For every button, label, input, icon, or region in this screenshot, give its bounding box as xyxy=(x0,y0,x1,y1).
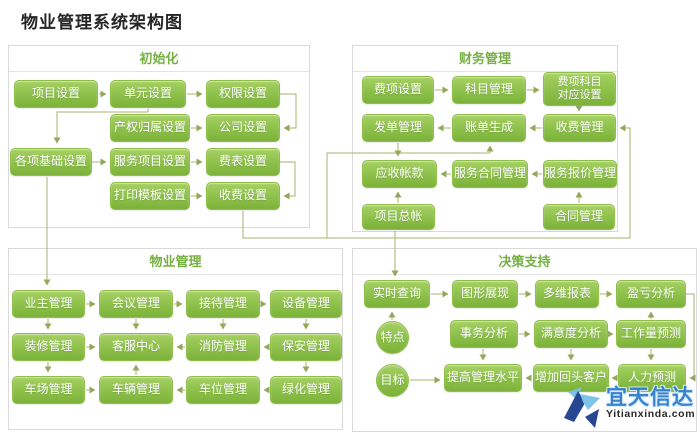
node-profit-loss-analysis: 盈亏分析 xyxy=(616,280,686,308)
node-vehicle-management: 车辆管理 xyxy=(99,376,173,404)
node-fee-subject-mapping: 费项科目 对应设置 xyxy=(543,72,616,106)
node-security-management: 保安管理 xyxy=(270,333,342,361)
section-initialization-title: 初始化 xyxy=(9,46,309,72)
node-improve-management: 提高管理水平 xyxy=(444,364,522,392)
node-fee-table-settings: 费表设置 xyxy=(206,148,280,176)
node-fee-item-settings: 费项设置 xyxy=(362,76,434,104)
watermark-logo xyxy=(564,387,600,428)
node-print-template-settings: 打印模板设置 xyxy=(110,182,190,210)
node-service-contract-management: 服务合同管理 xyxy=(452,160,528,188)
node-transaction-analysis: 事务分析 xyxy=(450,320,518,348)
node-contract-management: 合同管理 xyxy=(543,204,615,230)
node-parking-space-management: 车位管理 xyxy=(186,376,260,404)
node-reception-management: 接待管理 xyxy=(186,290,260,318)
node-decoration-management: 装修管理 xyxy=(12,333,85,361)
node-repeat-customers: 增加回头客户 xyxy=(533,364,609,392)
watermark: 宜天信达 Yitianxinda.com xyxy=(558,386,700,436)
node-owner-management: 业主管理 xyxy=(12,290,85,318)
node-ownership-settings: 产权归属设置 xyxy=(110,114,190,142)
section-finance-title: 财务管理 xyxy=(353,46,617,72)
node-service-center: 客服中心 xyxy=(99,333,173,361)
node-permission-settings: 权限设置 xyxy=(206,80,280,108)
section-property-title: 物业管理 xyxy=(9,249,342,275)
node-feature: 特点 xyxy=(376,321,409,354)
watermark-domain: Yitianxinda.com xyxy=(606,408,696,421)
node-realtime-query: 实时查询 xyxy=(364,280,430,308)
watermark-brand: 宜天信达 xyxy=(606,386,694,409)
node-project-ledger: 项目总帐 xyxy=(362,204,435,230)
node-subject-management: 科目管理 xyxy=(452,76,526,104)
node-goal: 目标 xyxy=(376,364,409,397)
node-workload-forecast: 工作量预测 xyxy=(616,320,686,348)
node-charge-settings: 收费设置 xyxy=(206,182,280,210)
node-unit-settings: 单元设置 xyxy=(110,80,186,108)
node-service-quote-management: 服务报价管理 xyxy=(543,160,617,188)
node-manpower-forecast: 人力预测 xyxy=(618,364,686,392)
node-project-settings: 项目设置 xyxy=(14,80,98,108)
node-company-settings: 公司设置 xyxy=(206,114,280,142)
node-basic-settings: 各项基础设置 xyxy=(10,148,92,176)
node-bill-generation: 账单生成 xyxy=(452,114,526,142)
node-parking-lot-management: 车场管理 xyxy=(12,376,85,404)
section-decision-title: 决策支持 xyxy=(353,249,696,275)
node-equipment-management: 设备管理 xyxy=(270,290,342,318)
node-satisfaction-analysis: 满意度分析 xyxy=(534,320,608,348)
node-greening-management: 绿化管理 xyxy=(270,376,342,404)
node-meeting-management: 会议管理 xyxy=(99,290,173,318)
node-multidim-report: 多维报表 xyxy=(535,280,599,308)
node-charge-management: 收费管理 xyxy=(543,114,616,142)
node-service-item-settings: 服务项目设置 xyxy=(110,148,190,176)
node-invoice-management: 发单管理 xyxy=(362,114,434,142)
page-title: 物业管理系统架构图 xyxy=(21,13,183,32)
node-fire-management: 消防管理 xyxy=(186,333,260,361)
node-graphic-display: 图形展现 xyxy=(452,280,518,308)
node-receivables: 应收帐款 xyxy=(362,160,437,188)
